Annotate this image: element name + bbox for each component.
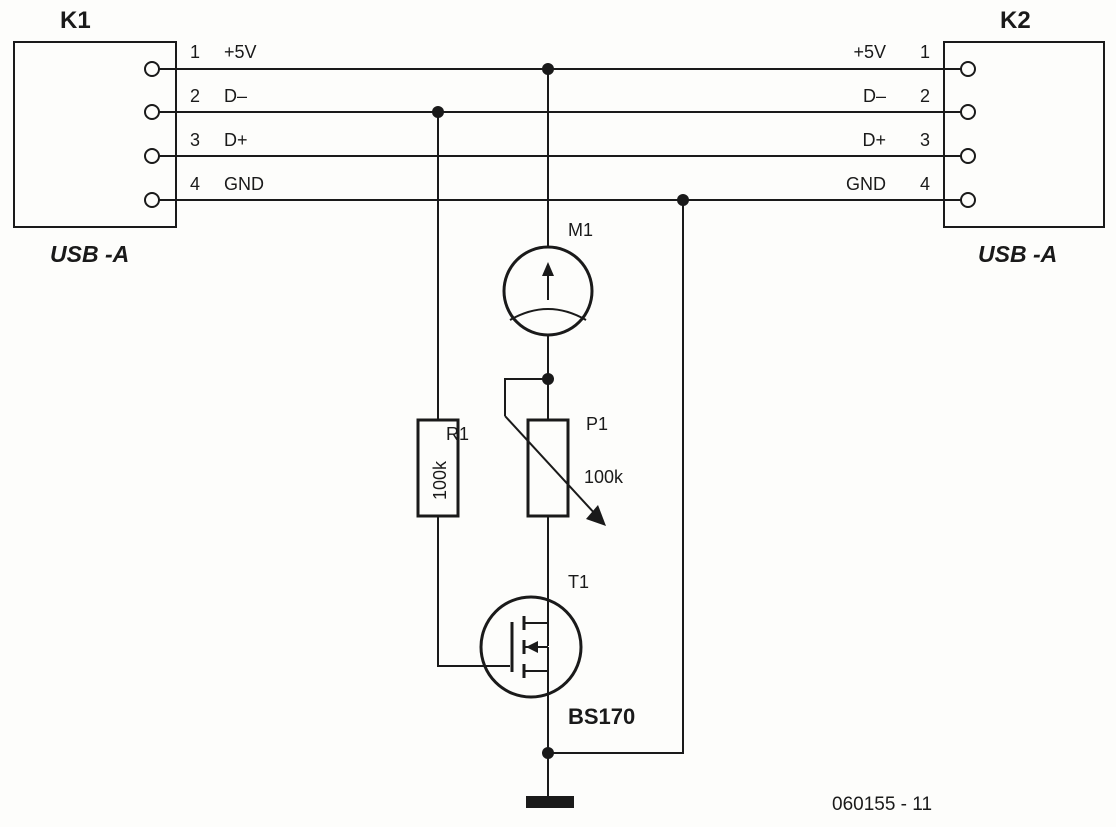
k2-pin2-signal: D– — [863, 86, 886, 106]
k2-pin3-number: 3 — [920, 130, 930, 150]
wire-gnd-return — [548, 200, 684, 754]
transistor-part-label: BS170 — [568, 704, 635, 729]
pot-ref-label: P1 — [586, 414, 608, 434]
k1-ref-label: K1 — [60, 7, 91, 34]
k2-pin4-signal: GND — [846, 174, 886, 194]
r1-ref-label: R1 — [446, 424, 469, 444]
pot-arrow-shaft — [504, 415, 598, 517]
potentiometer-p1: P1 100k — [504, 378, 624, 646]
k1-body — [13, 41, 177, 228]
k1-pin1-terminal — [144, 61, 160, 77]
k1-pin4-terminal — [144, 192, 160, 208]
k1-pin4-signal: GND — [224, 174, 264, 194]
pot-arrow-icon — [586, 505, 606, 526]
k1-pin1-signal: +5V — [224, 42, 257, 62]
k2-pin4-terminal — [960, 192, 976, 208]
transistor-ref-label: T1 — [568, 572, 589, 592]
mosfet-body — [479, 595, 583, 699]
pot-wiper-link — [504, 378, 548, 416]
k2-pin4-number: 4 — [920, 174, 930, 194]
r1-value-label: 100k — [430, 460, 450, 500]
k2-pin2-number: 2 — [920, 86, 930, 106]
wire-r1-to-gate — [437, 516, 510, 667]
k1-pin3-number: 3 — [190, 130, 200, 150]
meter-ref-label: M1 — [568, 220, 593, 240]
k2-pin1-terminal — [960, 61, 976, 77]
k2-pin3-signal: D+ — [862, 130, 886, 150]
k2-pin1-number: 1 — [920, 42, 930, 62]
ground-symbol-icon — [526, 796, 574, 808]
k1-pin2-number: 2 — [190, 86, 200, 106]
k1-pin2-terminal — [144, 104, 160, 120]
k1-pin3-signal: D+ — [224, 130, 248, 150]
ground-return — [526, 200, 684, 808]
mosfet-arrow-icon — [526, 641, 538, 653]
k2-type-label: USB -A — [978, 241, 1057, 267]
pot-body — [526, 418, 570, 518]
bus-wires — [159, 68, 961, 201]
k1-pin4-number: 4 — [190, 174, 200, 194]
k1-pin2-signal: D– — [224, 86, 247, 106]
k2-pin3-terminal — [960, 148, 976, 164]
k1-pin1-number: 1 — [190, 42, 200, 62]
k2-ref-label: K2 — [1000, 7, 1031, 34]
k2-pin2-terminal — [960, 104, 976, 120]
figure-code: 060155 - 11 — [832, 794, 932, 815]
connector-k2: K2 USB -A 1 2 3 4 +5V D– D+ GND — [846, 7, 1105, 267]
k2-pin1-signal: +5V — [853, 42, 886, 62]
meter-needle-arrow-icon — [542, 262, 554, 276]
connector-k1: K1 USB -A 1 2 3 4 +5V D– D+ GND — [13, 7, 264, 267]
pot-value-label: 100k — [584, 467, 624, 487]
k2-body — [943, 41, 1105, 228]
transistor-t1: T1 BS170 — [479, 572, 635, 753]
meter-scale-arc — [509, 308, 587, 321]
meter-m1: M1 — [502, 69, 594, 379]
resistor-r1: R1 100k — [416, 112, 510, 667]
k1-type-label: USB -A — [50, 241, 129, 267]
k1-pin3-terminal — [144, 148, 160, 164]
